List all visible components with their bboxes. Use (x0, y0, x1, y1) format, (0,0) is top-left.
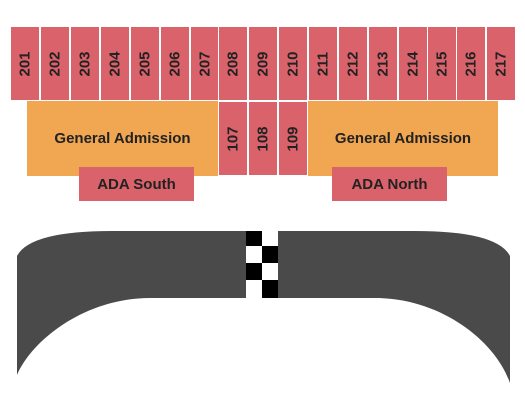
section-204[interactable]: 204 (100, 26, 130, 101)
section-203[interactable]: 203 (70, 26, 100, 101)
section-217[interactable]: 217 (486, 26, 516, 101)
section-211[interactable]: 211 (308, 26, 338, 101)
section-201[interactable]: 201 (10, 26, 40, 101)
section-202[interactable]: 202 (40, 26, 70, 101)
section-216[interactable]: 216 (456, 26, 486, 101)
section-108[interactable]: 108 (248, 101, 278, 176)
ada-south[interactable]: ADA South (79, 167, 194, 201)
section-206[interactable]: 206 (160, 26, 190, 101)
section-107[interactable]: 107 (218, 101, 248, 176)
general-admission-left-label: General Admission (54, 130, 191, 147)
ada-north-label: ADA North (351, 175, 428, 193)
checkered-flag-icon (246, 231, 278, 298)
track-surface (17, 231, 510, 383)
section-210[interactable]: 210 (278, 26, 308, 101)
section-212[interactable]: 212 (338, 26, 368, 101)
section-213[interactable]: 213 (368, 26, 398, 101)
section-205[interactable]: 205 (130, 26, 160, 101)
ada-south-label: ADA South (97, 175, 176, 193)
section-109[interactable]: 109 (278, 101, 308, 176)
ada-north[interactable]: ADA North (332, 167, 447, 201)
general-admission-right-label: General Admission (334, 130, 472, 147)
section-208[interactable]: 208 (218, 26, 248, 101)
general-admission-right[interactable]: General Admission (308, 101, 498, 176)
general-admission-left[interactable]: General Admission (27, 101, 218, 176)
section-209[interactable]: 209 (248, 26, 278, 101)
